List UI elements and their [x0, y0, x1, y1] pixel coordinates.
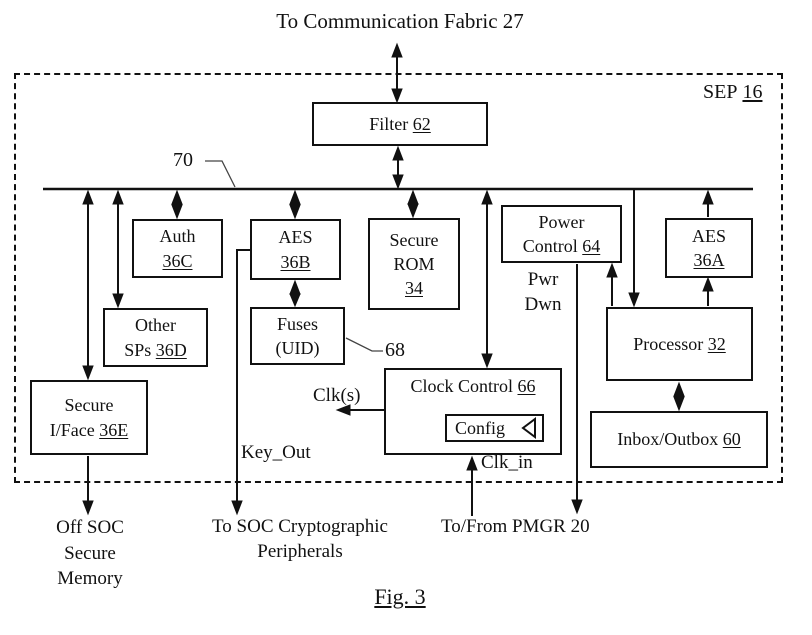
connector-pwrdwn [571, 264, 583, 515]
aes-36b-box: AES 36B [250, 219, 341, 280]
soc-crypto-label: To SOC Cryptographic Peripherals [212, 516, 388, 562]
clock-control-box: Clock Control 66 Config [384, 368, 562, 455]
aes-36a-box: AES 36A [665, 218, 753, 278]
connector-bus-auth [171, 189, 183, 220]
arrowhead-up-icon [289, 189, 301, 205]
connector-filter-bus [392, 145, 404, 190]
arrowhead-up-icon [481, 189, 493, 205]
arrowhead-up-icon [391, 42, 403, 58]
filter-box: Filter 62 [312, 102, 488, 146]
arrowhead-down-icon [289, 204, 301, 220]
arrowhead-up-icon [702, 276, 714, 292]
arrowhead-down-icon [571, 499, 583, 515]
figure-caption: Fig. 3 [374, 584, 426, 609]
connector-bus-processor [628, 190, 640, 308]
arrowhead-down-icon [481, 353, 493, 369]
arrowhead-down-icon [112, 293, 124, 309]
connector-bus-securerom [407, 189, 419, 219]
secure-rom-box: Secure ROM 34 [368, 218, 460, 310]
arrowhead-down-icon [673, 396, 685, 412]
secure-iface-box: Secure I/Face 36E [30, 380, 148, 455]
leader-line-68 [345, 337, 383, 352]
clkin-label: Clk_in [481, 452, 533, 473]
arrowhead-up-icon [466, 455, 478, 471]
arrowhead-up-icon [112, 189, 124, 205]
arrowhead-down-icon [231, 500, 243, 516]
connector-processor-powercontrol [606, 262, 618, 306]
arrowhead-up-icon [392, 145, 404, 161]
fuses-ref-label: 68 [385, 339, 405, 361]
clks-label: Clk(s) [313, 385, 361, 406]
connector-clkin [466, 455, 478, 516]
connector-processor-inbox [673, 381, 685, 412]
keyout-label: Key_Out [241, 442, 311, 463]
connector-processor-aes36a [702, 276, 714, 306]
arrowhead-up-icon [606, 262, 618, 278]
power-control-box: Power Control 64 [501, 205, 622, 263]
bus-ref-label: 70 [173, 149, 193, 171]
other-sps-box: Other SPs 36D [103, 308, 208, 367]
arrowhead-down-icon [628, 292, 640, 308]
arrowhead-down-icon [82, 365, 94, 381]
connector-keyout [231, 249, 250, 516]
offsoc-memory-label: Off SOC Secure Memory [56, 517, 124, 590]
processor-box: Processor 32 [606, 307, 753, 381]
pwr-dwn-label: Pwr Dwn [524, 269, 562, 315]
connector-bus-secureiface [82, 189, 94, 381]
pmgr-label: To/From PMGR 20 [441, 516, 590, 537]
arrowhead-down-icon [289, 293, 301, 308]
arrowhead-up-icon [673, 381, 685, 397]
connector-bus-othersps [112, 189, 124, 309]
connector-aes36b-fuses [289, 279, 301, 308]
connector-clks-out [335, 404, 384, 416]
connector-secureiface-offsoc [82, 456, 94, 516]
connector-bus-clockcontrol [481, 189, 493, 369]
connector-fabric-filter [391, 42, 403, 104]
fuses-box: Fuses (UID) [250, 307, 345, 365]
leader-line-70 [205, 160, 236, 188]
sep-boundary [14, 73, 783, 483]
fabric-label: To Communication Fabric 27 [276, 9, 524, 33]
arrowhead-down-icon [392, 174, 404, 190]
sep-label: SEP 16 [703, 81, 763, 103]
arrowhead-down-icon [171, 204, 183, 220]
arrowhead-up-icon [702, 189, 714, 205]
connector-aes36a-bus [702, 189, 714, 217]
auth-box: Auth 36C [132, 219, 223, 278]
arrowhead-up-icon [82, 189, 94, 205]
arrowhead-up-icon [171, 189, 183, 205]
arrowhead-down-icon [82, 500, 94, 516]
config-box: Config [445, 414, 544, 442]
arrowhead-left-icon [335, 404, 351, 416]
arrowhead-down-icon [407, 203, 419, 219]
inbox-outbox-box: Inbox/Outbox 60 [590, 411, 768, 468]
connector-bus-aes36b [289, 189, 301, 220]
arrowhead-down-icon [391, 88, 403, 104]
config-left-triangle-icon [521, 417, 536, 439]
